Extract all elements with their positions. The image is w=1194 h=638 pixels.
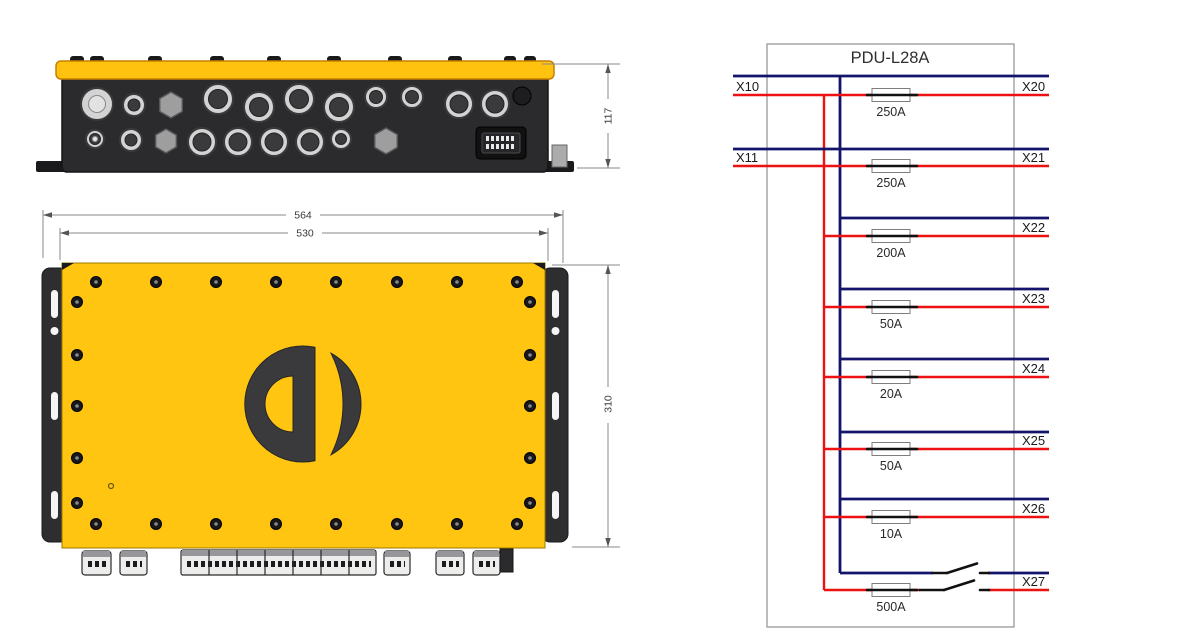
connector-label-x20: X20	[1022, 79, 1045, 94]
dimension-530: 530	[59, 227, 549, 261]
connector-label-x24: X24	[1022, 361, 1045, 376]
right-bracket	[541, 267, 569, 543]
switch-red	[918, 579, 991, 592]
circuit-row-x20: X10 X20 250A	[733, 74, 1049, 119]
fuse-rating-x21: 250A	[876, 176, 906, 190]
circuit-row-x21: X11 X21 250A	[733, 147, 1049, 190]
switch-blue	[931, 562, 991, 575]
connector-label-x27: X27	[1022, 574, 1045, 589]
yellow-cap	[55, 60, 555, 80]
circuit-row-x25: X25 50A	[824, 430, 1049, 473]
dimension-310: 310	[552, 264, 620, 548]
corner-notch-left	[62, 263, 74, 270]
dim-outer-width: 564	[294, 210, 312, 222]
dim-depth: 310	[603, 395, 615, 413]
plate-screws	[71, 276, 536, 530]
fuse-rating-x23: 50A	[880, 317, 903, 331]
hinge-stub	[551, 144, 568, 168]
multipin-connector	[475, 126, 527, 160]
circuit-row-x26: X26 10A	[824, 497, 1049, 541]
bottom-connector-blocks	[81, 548, 514, 576]
circuit-row-x27: X27 500A	[824, 562, 1049, 614]
connector-label-x21: X21	[1022, 150, 1045, 165]
brand-logo	[244, 345, 362, 463]
connectors-bottom-row	[85, 127, 399, 157]
left-foot	[36, 161, 66, 172]
fuse-rating-x26: 10A	[880, 527, 903, 541]
dim-inner-width: 530	[296, 228, 314, 240]
connector-label-x10: X10	[736, 79, 759, 94]
connector-label-x11: X11	[736, 150, 758, 165]
connectors-top-row	[80, 83, 532, 123]
connector-label-x22: X22	[1022, 220, 1045, 235]
circuit-row-x22: X22 200A	[824, 216, 1049, 260]
fuse-rating-x20: 250A	[876, 105, 906, 119]
corner-notch-right	[533, 263, 545, 270]
fuse-rating-x24: 20A	[880, 387, 903, 401]
pdu-outline	[766, 43, 1015, 628]
dimension-117: 117	[542, 63, 620, 169]
circuit-row-x23: X23 50A	[824, 287, 1049, 331]
diagram-title: PDU-L28A	[851, 49, 930, 67]
fuse-rating-x27: 500A	[876, 600, 906, 614]
side-view: 117	[36, 56, 620, 173]
top-view: 564 530	[41, 209, 620, 576]
fuse-rating-x25: 50A	[880, 459, 903, 473]
fuse-rating-x22: 200A	[876, 246, 906, 260]
connector-label-x26: X26	[1022, 501, 1045, 516]
connector-label-x23: X23	[1022, 291, 1045, 306]
wiring-diagram: PDU-L28A X10 X20 250A X11 X21 250A	[733, 43, 1049, 628]
dim-height-side: 117	[603, 107, 615, 124]
circuit-row-x24: X24 20A	[824, 357, 1049, 401]
connector-label-x25: X25	[1022, 433, 1045, 448]
dimension-564: 564	[42, 209, 564, 263]
